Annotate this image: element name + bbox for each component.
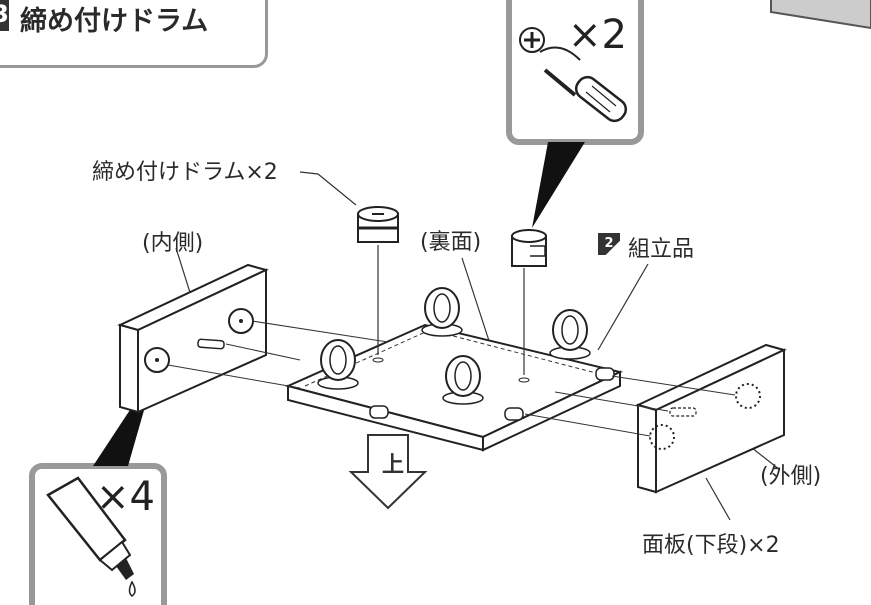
- caster: [317, 339, 359, 390]
- outer-side-label: (外側): [760, 464, 822, 489]
- left-face-panel: [117, 263, 269, 414]
- screwdriver-callout-pointer: [532, 142, 585, 228]
- face-label-leader: [705, 477, 731, 521]
- up-label: 上: [382, 453, 405, 478]
- cam-drum: [511, 229, 547, 267]
- caster: [442, 355, 484, 405]
- back-label-leader: [461, 257, 493, 351]
- assembly-label-leader: [597, 263, 649, 351]
- drum-count-label: 締め付けドラム×2: [92, 160, 278, 185]
- guide-line: [611, 375, 736, 396]
- drum-label-leader: [299, 171, 357, 206]
- caster: [549, 309, 591, 360]
- step-title-text: 締め付けドラム: [20, 6, 209, 37]
- dowel: [197, 338, 225, 350]
- glue-bottle-icon: [46, 476, 136, 597]
- cam-drum: [357, 206, 399, 243]
- guide-line: [524, 413, 651, 437]
- guide-line: [554, 391, 669, 412]
- screwdriver-quantity: ×2: [568, 12, 627, 58]
- assembly-label: 組立品: [628, 237, 695, 262]
- step-title-box: 3 締め付けドラム: [0, 0, 268, 68]
- inner-side-label: (内側): [142, 231, 204, 256]
- board-dowel: [504, 407, 524, 421]
- corner-box: [770, 0, 871, 30]
- back-face-label: (裏面): [420, 230, 482, 255]
- glue-quantity: ×4: [96, 474, 155, 520]
- face-panel-label: 面板(下段)×2: [642, 533, 780, 558]
- up-arrow-icon: [348, 434, 428, 510]
- screwdriver-icon: [539, 46, 628, 123]
- board-dowel: [595, 367, 615, 381]
- guide-line: [167, 364, 301, 389]
- caster: [421, 287, 463, 337]
- step-title-number: 3: [0, 0, 9, 31]
- guide-line: [225, 343, 301, 361]
- board-dowel: [369, 405, 389, 419]
- phillips-head-icon: [519, 27, 545, 53]
- guide-line: [251, 320, 389, 343]
